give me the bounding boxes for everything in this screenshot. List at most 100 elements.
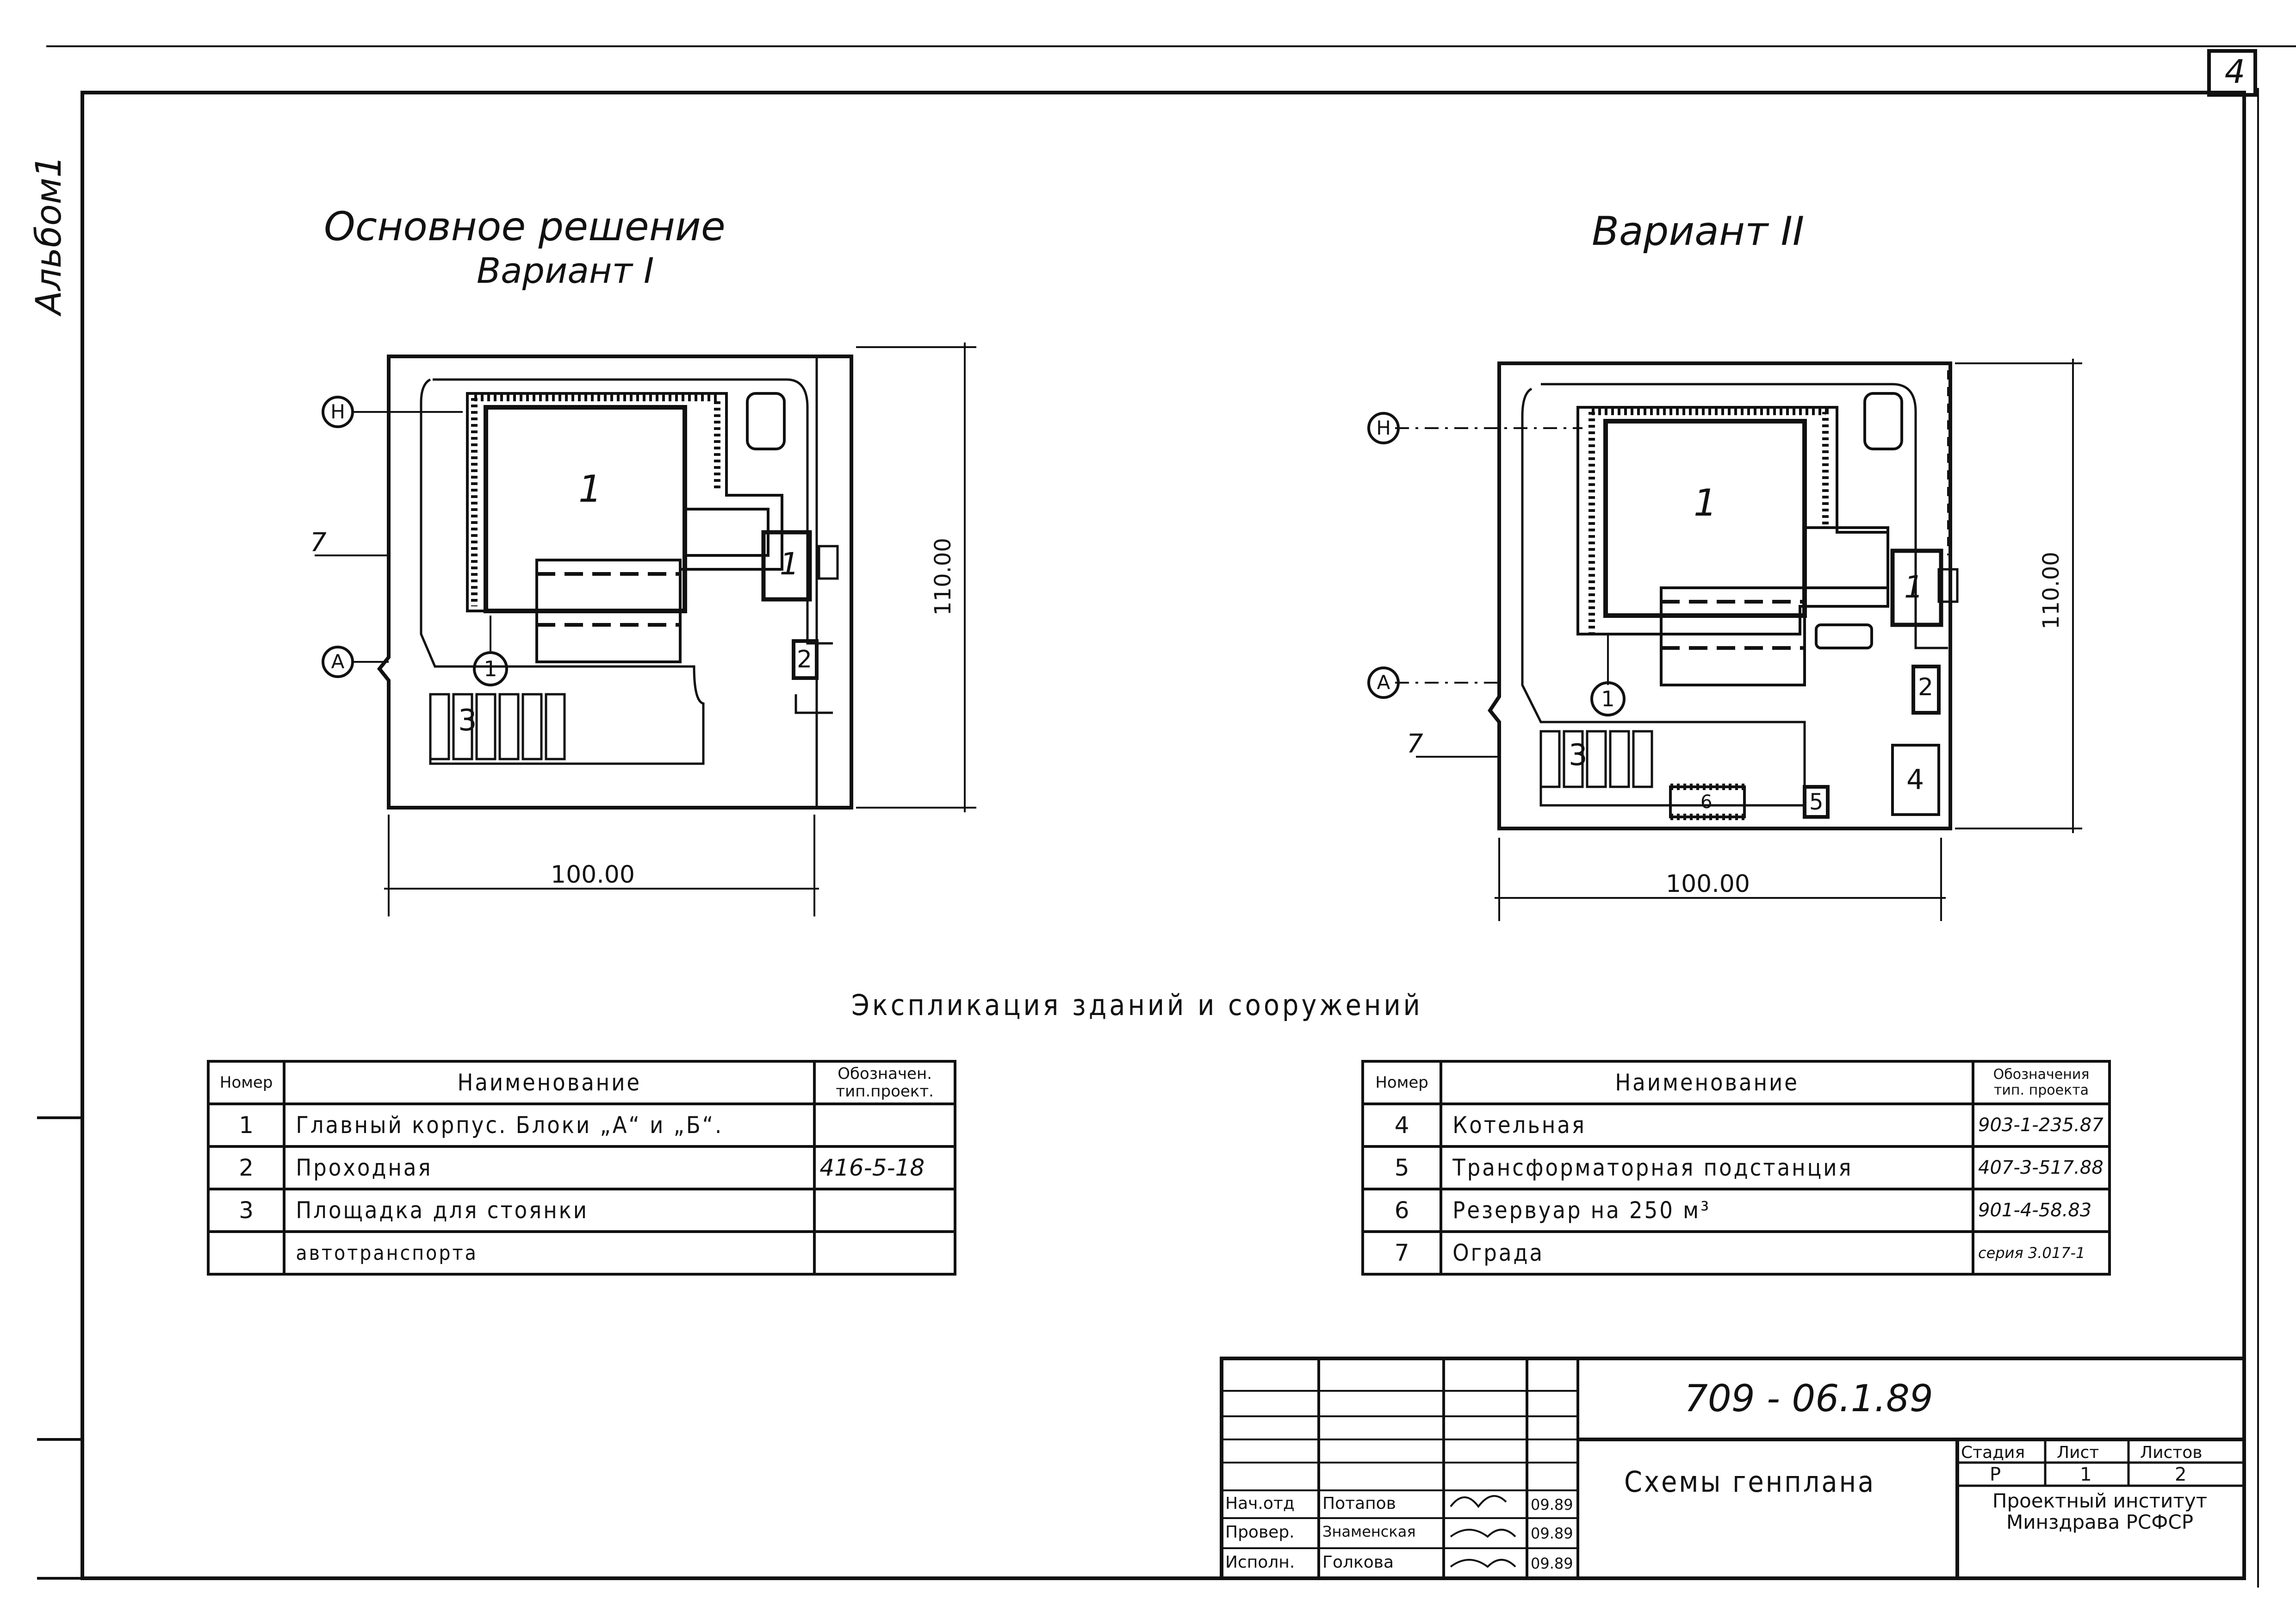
row-number: 6	[1361, 1188, 1443, 1233]
entry-steps	[1937, 568, 1959, 603]
extension-dashed	[1661, 600, 1805, 650]
fence-label: 7	[1407, 729, 1423, 759]
building-4-label: 4	[1906, 764, 1924, 796]
doc-code: 709 - 06.1.89	[1684, 1377, 1933, 1420]
small-structure	[1815, 623, 1873, 649]
sheet-number: 4	[2224, 53, 2246, 91]
sheet-title: Схемы генплана	[1624, 1465, 1876, 1499]
signature-name: Голкова	[1322, 1553, 1394, 1572]
signature-date: 09.89	[1531, 1525, 1573, 1542]
row-name: автотранспорта	[283, 1230, 816, 1276]
axis-label-h: Н	[1376, 417, 1391, 439]
table-row: 5 Трансформаторная подстанция 407-3-517.…	[1361, 1145, 2111, 1190]
axis-label-a: А	[1377, 671, 1390, 694]
signature	[1450, 1529, 1516, 1538]
table-row: 4 Котельная 903-1-235.87	[1361, 1102, 2111, 1148]
signature-date: 09.89	[1531, 1555, 1573, 1572]
row-number: 4	[1361, 1102, 1443, 1148]
sheet-label: Лист	[2057, 1443, 2099, 1462]
axis-marker-h	[322, 396, 354, 428]
entry-steps	[818, 545, 839, 580]
row-code: 901-4-58.83	[1972, 1188, 2111, 1233]
axis-marker-1	[473, 651, 508, 686]
row-name: Трансформаторная подстанция	[1440, 1145, 1975, 1190]
axis-label-h: Н	[330, 400, 345, 423]
row-number	[206, 1230, 286, 1276]
row-number: 2	[206, 1145, 286, 1190]
col-header-name: Наименование	[1440, 1060, 1975, 1105]
plan-main-subtitle: Вариант I	[477, 250, 654, 291]
explication-table-right: Номер Наименование Обозначения тип. прое…	[1361, 1060, 2111, 1276]
parking-area	[429, 693, 566, 760]
organization: Проектный институт Минздрава РСФСР	[1992, 1489, 2208, 1533]
sheets-label: Листов	[2140, 1443, 2203, 1462]
row-number: 7	[1361, 1230, 1443, 1276]
row-code: 903-1-235.87	[1972, 1102, 2111, 1148]
fence-label: 7	[310, 528, 327, 558]
row-code: 416-5-18	[813, 1145, 956, 1190]
building-2-gatehouse	[1911, 665, 1941, 715]
connector-block	[1803, 526, 1889, 589]
dim-width-label: 100.00	[551, 861, 635, 889]
axis-label-1: 1	[1601, 686, 1615, 711]
building-1b	[761, 530, 812, 602]
col-header-code: Обозначен. тип.проект.	[813, 1060, 956, 1105]
building-hatch	[471, 395, 720, 606]
extension-dashed	[537, 572, 680, 627]
row-name: Ограда	[1440, 1230, 1975, 1276]
main-building-block	[1603, 419, 1807, 618]
axis-marker-a	[322, 646, 354, 678]
row-code	[813, 1102, 956, 1148]
table-row: 6 Резервуар на 250 м³ 901-4-58.83	[1361, 1188, 2111, 1233]
table-row: 3 Площадка для стоянки	[206, 1188, 956, 1233]
signature-role: Нач.отд	[1225, 1494, 1295, 1513]
parking-3-label: 3	[1569, 738, 1588, 772]
sheet-value: 1	[2080, 1464, 2092, 1485]
building-1-label: 1	[578, 467, 602, 511]
axis-label-a: А	[331, 650, 345, 673]
internal-road	[420, 378, 833, 765]
table-header-row: Номер Наименование Обозначения тип. прое…	[1361, 1060, 2111, 1105]
explication-table-left: Номер Наименование Обозначен. тип.проект…	[206, 1060, 956, 1276]
explication-title: Экспликация зданий и сооружений	[851, 988, 1423, 1022]
table-row: 1 Главный корпус. Блоки „А“ и „Б“.	[206, 1102, 956, 1148]
parking-3-label: 3	[458, 704, 477, 738]
table-header-row: Номер Наименование Обозначен. тип.проект…	[206, 1060, 956, 1105]
row-number: 1	[206, 1102, 286, 1148]
col-header-name: Наименование	[283, 1060, 816, 1105]
signature-name: Потапов	[1322, 1494, 1396, 1513]
row-code	[813, 1188, 956, 1233]
axis-label-1: 1	[484, 656, 497, 681]
axis-marker-a	[1367, 666, 1400, 699]
table-row: автотранспорта	[206, 1230, 956, 1276]
site-fence	[377, 355, 853, 810]
main-building-outline	[1576, 406, 1889, 635]
building-1b-label: 1	[780, 546, 799, 582]
row-number: 5	[1361, 1145, 1443, 1190]
internal-road	[1521, 383, 1948, 807]
signature	[1450, 1495, 1507, 1508]
site-fence	[1488, 361, 1952, 830]
building-6-reservoir	[1669, 785, 1746, 818]
building-hatch	[1589, 409, 1829, 634]
building-5-substation	[1803, 785, 1830, 819]
building-2-label: 2	[797, 646, 813, 673]
building-2-gatehouse	[792, 639, 819, 680]
signature-name: Знаменская	[1322, 1523, 1416, 1540]
signature-role: Исполн.	[1225, 1553, 1295, 1572]
row-code	[813, 1230, 956, 1276]
extension-block	[535, 559, 682, 663]
axis-marker-1	[1590, 681, 1626, 716]
building-1b-label: 1	[1904, 569, 1924, 605]
axis-marker-h	[1367, 412, 1400, 444]
building-5-label: 5	[1809, 789, 1824, 815]
signature-role: Провер.	[1225, 1523, 1295, 1542]
building-1b	[1890, 548, 1943, 627]
stage-value: Р	[1990, 1464, 2001, 1485]
border-frame	[81, 91, 2246, 1580]
small-structure	[746, 392, 786, 450]
row-name: Проходная	[283, 1145, 816, 1190]
